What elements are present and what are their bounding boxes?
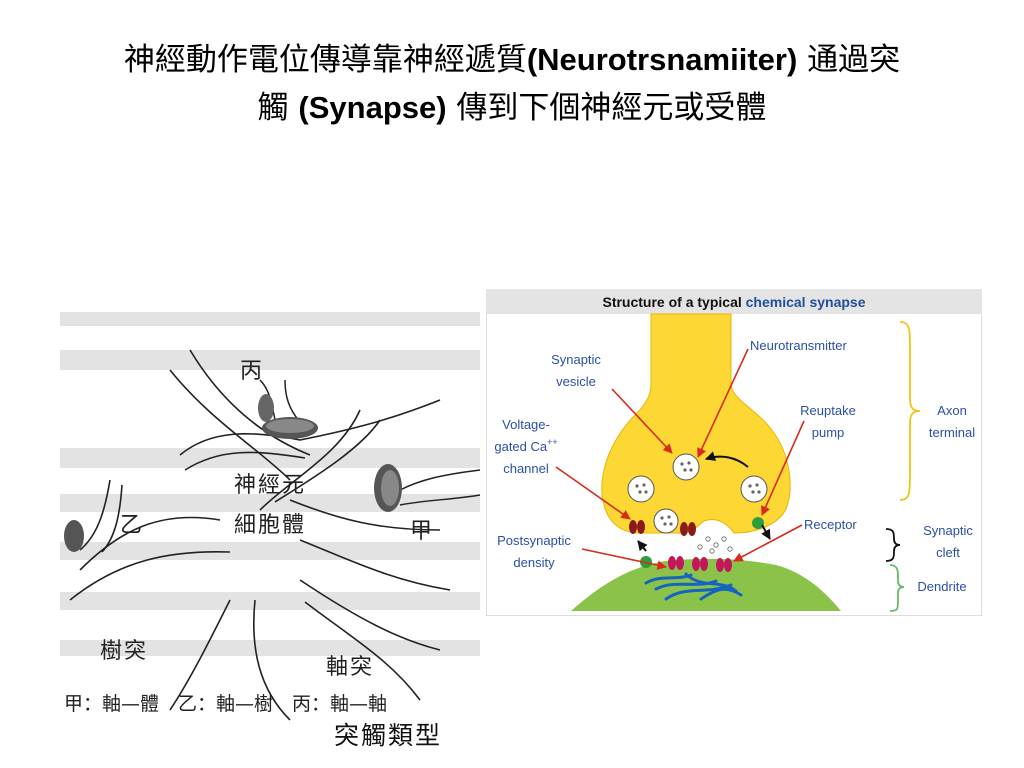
label-synaptic-vesicle-1: Synaptic bbox=[551, 352, 601, 367]
label-receptor: Receptor bbox=[804, 517, 857, 532]
diagram-header-bar bbox=[486, 289, 982, 314]
label-dendrite: 樹突 bbox=[100, 639, 148, 664]
postsynaptic-density bbox=[644, 572, 743, 601]
label-voltage-2-text: gated Ca bbox=[494, 439, 548, 454]
label-cell-body: 細胞體 bbox=[234, 513, 306, 538]
dendrite-bracket bbox=[889, 564, 905, 612]
axon-terminal-yi bbox=[64, 520, 84, 552]
axon-terminal-bing bbox=[259, 379, 318, 439]
vesicle-contents bbox=[635, 461, 761, 526]
label-postsynaptic-1: Postsynaptic bbox=[497, 533, 571, 548]
slide-title: 神經動作電位傳導靠神經遞質(Neurotrsnamiiter) 通過突 觸 (S… bbox=[0, 36, 1024, 132]
title-text: 觸 bbox=[257, 90, 299, 126]
label-voltage-superscript: ++ bbox=[547, 437, 558, 447]
label-axon-terminal-2: terminal bbox=[929, 425, 975, 440]
label-synaptic-cleft-1: Synaptic bbox=[923, 523, 973, 538]
diagram-header: Structure of a typical chemical synapse bbox=[602, 294, 865, 310]
label-synaptic-cleft-2: cleft bbox=[936, 545, 960, 560]
title-term-synapse: (Synapse) bbox=[298, 90, 447, 125]
label-axon: 軸突 bbox=[326, 655, 374, 680]
label-synaptic-vesicle-2: vesicle bbox=[556, 374, 596, 389]
label-neurotransmitter: Neurotransmitter bbox=[750, 338, 847, 353]
title-text: 通過突 bbox=[797, 42, 901, 78]
title-text: 傳到下個神經元或受體 bbox=[446, 90, 767, 126]
label-neuron: 神經元 bbox=[234, 473, 306, 498]
axon-terminal-bracket bbox=[899, 321, 921, 501]
title-text: 神經動作電位傳導靠神經遞質 bbox=[123, 42, 527, 78]
synapse-type-legend: 甲：軸—體 乙：軸—樹 丙：軸—軸 bbox=[64, 693, 387, 715]
receptors bbox=[668, 556, 732, 572]
label-voltage-1: Voltage- bbox=[502, 417, 550, 432]
label-reuptake-1: Reuptake bbox=[800, 403, 856, 418]
released-neurotransmitter bbox=[697, 536, 733, 554]
synaptic-vesicles bbox=[627, 453, 768, 534]
synaptic-cleft-bracket bbox=[885, 528, 901, 562]
flow-arrows bbox=[637, 451, 771, 552]
synapse-types-figure: 丙 神經元 細胞體 甲 乙 樹突 軸突 甲：軸—體 乙：軸—樹 丙：軸—軸 突觸… bbox=[60, 280, 490, 750]
label-pointers bbox=[555, 348, 805, 570]
header-prefix: Structure of a typical bbox=[602, 294, 745, 310]
label-jia: 甲 bbox=[410, 519, 432, 544]
reuptake-pumps bbox=[640, 517, 764, 568]
neuron-processes bbox=[69, 349, 451, 721]
label-bing: 丙 bbox=[240, 359, 262, 384]
figure-caption: 突觸類型 bbox=[334, 721, 442, 750]
chemical-synapse-diagram: Structure of a typical chemical synapse bbox=[486, 289, 982, 616]
title-line-2: 觸 (Synapse) 傳到下個神經元或受體 bbox=[0, 84, 1024, 132]
title-term-neurotransmitter: (Neurotrsnamiiter) bbox=[526, 42, 798, 77]
label-voltage-2: gated Ca++ bbox=[494, 437, 557, 454]
label-postsynaptic-2: density bbox=[513, 555, 555, 570]
label-reuptake-2: pump bbox=[812, 425, 845, 440]
axon-terminal-jia bbox=[374, 464, 481, 512]
scan-background-texture bbox=[60, 312, 480, 656]
axon-terminal-top bbox=[258, 394, 274, 422]
label-yi: 乙 bbox=[120, 513, 142, 538]
label-voltage-3: channel bbox=[503, 461, 549, 476]
header-highlight: chemical synapse bbox=[746, 294, 866, 310]
label-axon-terminal-1: Axon bbox=[937, 403, 967, 418]
title-line-1: 神經動作電位傳導靠神經遞質(Neurotrsnamiiter) 通過突 bbox=[0, 36, 1024, 84]
label-dendrite: Dendrite bbox=[917, 579, 966, 594]
ca-channels bbox=[629, 520, 696, 536]
